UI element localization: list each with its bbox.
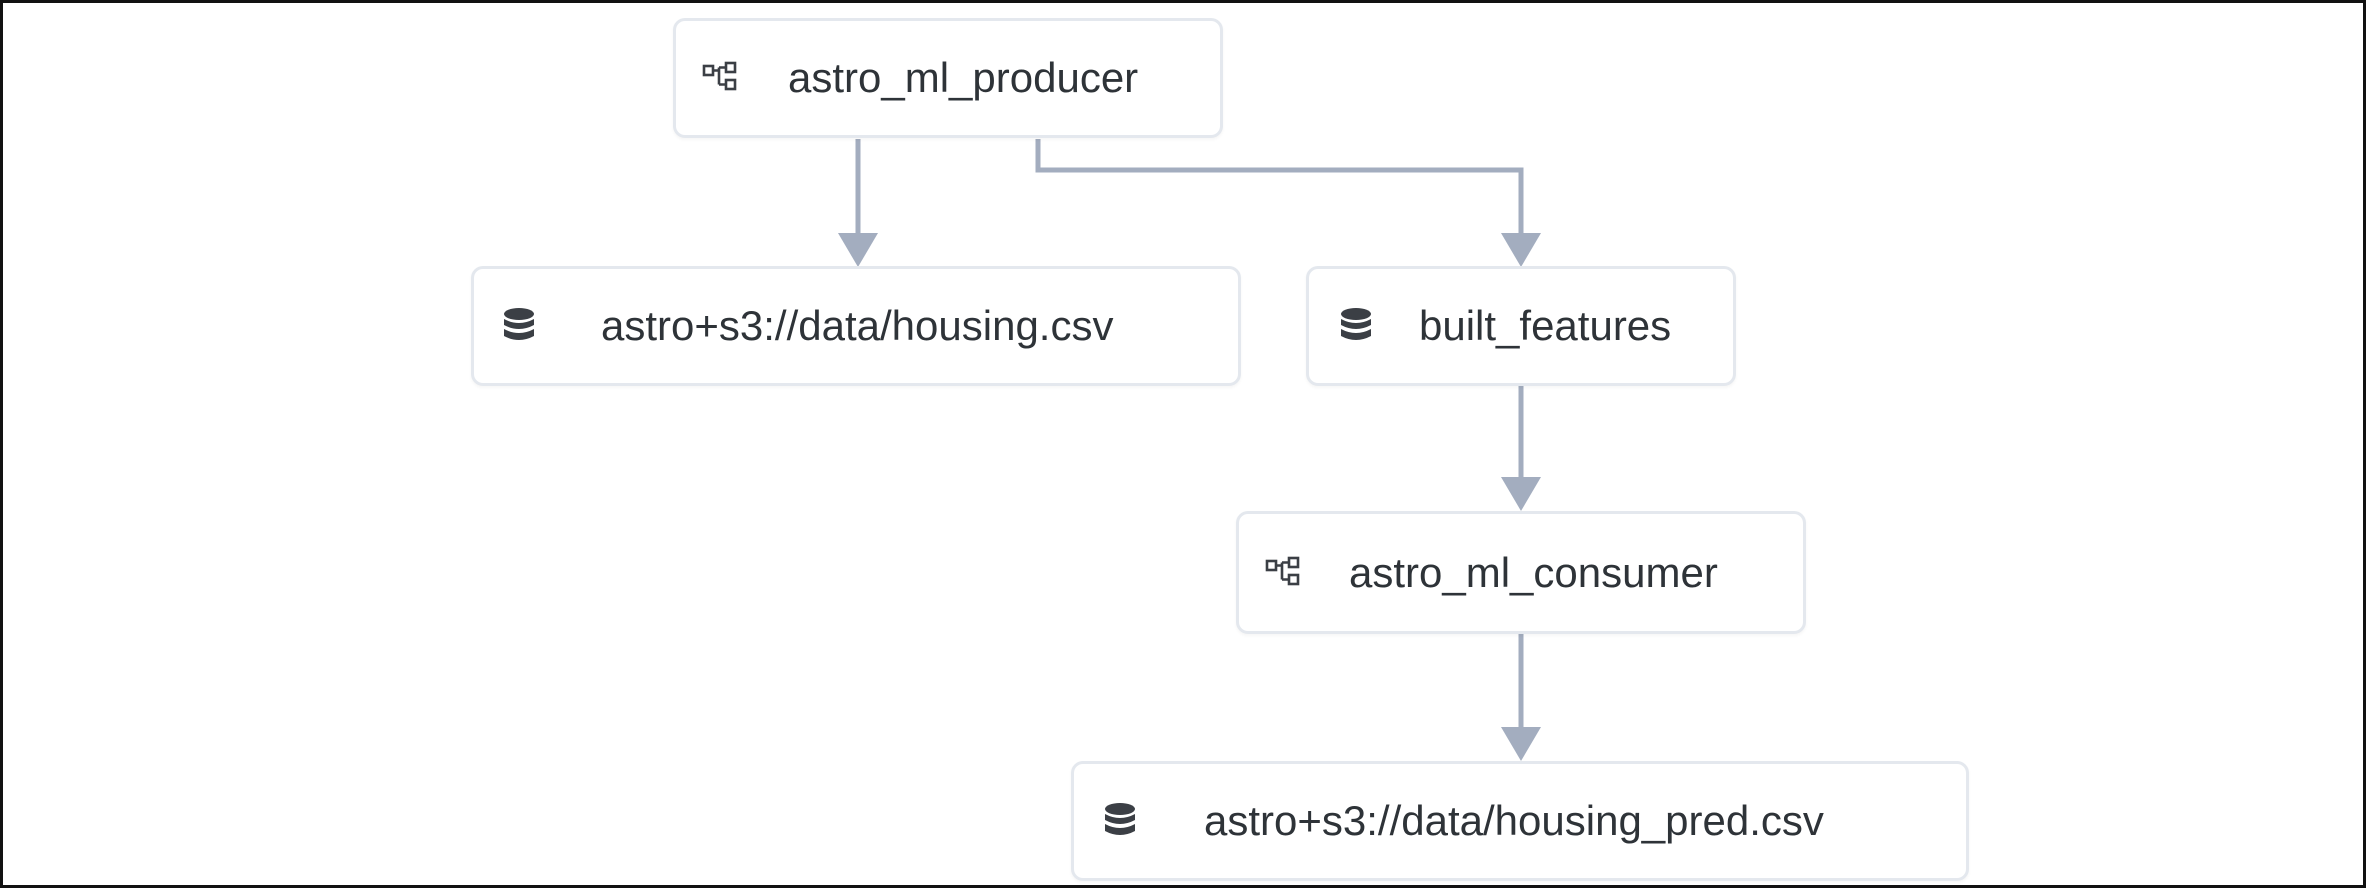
node-housing-pred-csv[interactable]: astro+s3://data/housing_pred.csv: [1071, 761, 1969, 881]
node-label: astro+s3://data/housing_pred.csv: [1204, 797, 1824, 844]
dag-icon: [1265, 556, 1300, 585]
node-astro-ml-producer[interactable]: astro_ml_producer: [673, 18, 1223, 138]
edges-layer: [838, 139, 1541, 761]
node-label: built_features: [1419, 302, 1672, 349]
node-label: astro_ml_consumer: [1349, 548, 1718, 596]
node-astro-ml-consumer[interactable]: astro_ml_consumer: [1236, 511, 1806, 634]
node-housing-csv[interactable]: astro+s3://data/housing.csv: [471, 266, 1241, 386]
arrowhead-consumer: [1501, 477, 1541, 511]
arrowhead-housing-pred-csv: [1501, 727, 1541, 761]
database-icon: [1105, 803, 1135, 835]
arrowhead-built-features: [1501, 233, 1541, 267]
database-icon: [504, 308, 534, 340]
database-icon: [1341, 308, 1371, 340]
arrowhead-housing-csv: [838, 233, 878, 267]
node-label: astro+s3://data/housing.csv: [601, 302, 1114, 349]
edge-producer-to-built-features: [1035, 139, 1524, 243]
dag-icon: [702, 61, 737, 91]
node-built-features[interactable]: built_features: [1306, 266, 1736, 386]
node-label: astro_ml_producer: [788, 54, 1139, 101]
